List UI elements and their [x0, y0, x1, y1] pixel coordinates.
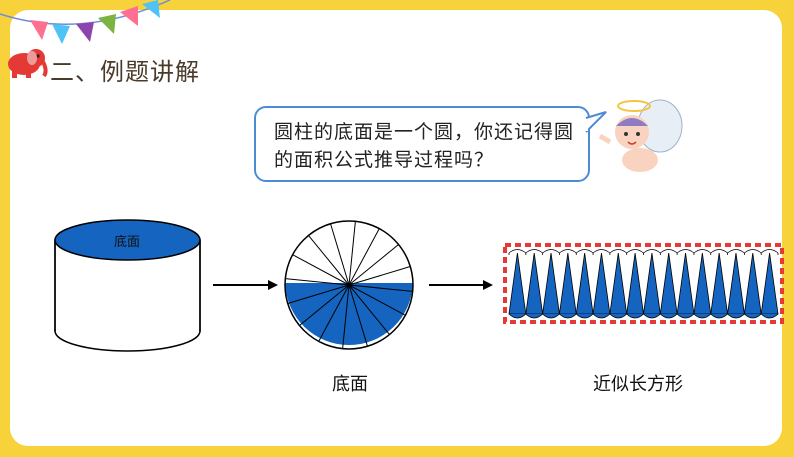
- rect-blue-sector: [710, 252, 729, 315]
- rect-blue-sector: [693, 252, 712, 315]
- rect-blue-sector: [760, 252, 779, 315]
- rect-scallop: [592, 313, 611, 319]
- rect-blue-sector: [727, 252, 745, 315]
- speech-bubble: 圆柱的底面是一个圆，你还记得圆的面积公式推导过程吗？: [254, 106, 590, 182]
- rect-scallop: [693, 313, 712, 319]
- rect-blue-sector: [676, 252, 695, 315]
- circle-sector-line: [348, 284, 390, 335]
- circle-sector-line: [348, 284, 368, 347]
- bunting-decoration: [0, 0, 171, 44]
- rect-scallop: [643, 313, 661, 319]
- rect-dashed-border: [503, 243, 784, 324]
- rect-blue-sector: [743, 252, 762, 315]
- circle-sector-line: [285, 278, 350, 286]
- rect-blue-sector: [525, 252, 544, 315]
- circle-sector-line: [348, 266, 411, 286]
- rect-blue-sector: [659, 252, 678, 315]
- rect-scallop: [744, 313, 762, 319]
- rect-scallop: [575, 313, 594, 319]
- circle-outline: [284, 220, 414, 350]
- circle-caption: 底面: [332, 374, 368, 395]
- rect-scallop: [710, 313, 728, 319]
- circle-sector-line: [348, 228, 380, 286]
- elephant-icon: [8, 49, 48, 78]
- rect-scallop: [609, 313, 627, 319]
- circle-sector-line: [348, 221, 356, 286]
- circle-sector-line: [348, 284, 413, 292]
- rect-scallop: [760, 313, 779, 319]
- cupid-icon: [598, 99, 683, 172]
- speech-text: 圆柱的底面是一个圆，你还记得圆的面积公式推导过程吗？: [274, 121, 575, 171]
- rect-scallop: [559, 313, 577, 319]
- rectangle-caption: 近似长方形: [593, 374, 683, 395]
- circle-sector-line: [292, 254, 350, 286]
- rect-scallop: [660, 313, 678, 319]
- approx-rectangle: [503, 243, 784, 324]
- rect-blue-sector: [575, 252, 594, 315]
- cylinder: [54, 219, 201, 352]
- rect-blue-sector: [592, 252, 611, 315]
- circle-sector-line: [308, 235, 350, 286]
- rect-blue-sector: [508, 252, 527, 315]
- rect-scallop: [626, 313, 644, 319]
- circle-sector-line: [299, 284, 350, 326]
- arrow-right-2: [429, 280, 493, 290]
- rect-blue-sector: [542, 252, 560, 315]
- rect-blue-sector: [558, 252, 577, 315]
- divided-circle: [284, 220, 414, 350]
- rect-blue-sector: [609, 252, 628, 315]
- circle-sector-line: [342, 284, 350, 349]
- rect-scallop: [508, 313, 527, 319]
- arrow-right-1: [213, 280, 278, 290]
- circle-blue-half: [285, 283, 413, 346]
- circle-sector-line: [318, 284, 350, 342]
- cylinder-top-label: 底面: [114, 234, 140, 249]
- circle-sector-line: [287, 284, 350, 304]
- circle-sector-line: [348, 244, 399, 286]
- rect-blue-sector: [626, 252, 644, 315]
- rect-scallop: [542, 313, 560, 319]
- rect-blue-sector: [643, 252, 661, 315]
- circle-sector-line: [330, 223, 350, 286]
- rect-scallop: [727, 313, 745, 319]
- circle-sector-line: [348, 284, 406, 316]
- rect-scallop: [525, 313, 543, 319]
- rect-scallop: [676, 313, 695, 319]
- section-title: 二、例题讲解: [50, 58, 200, 86]
